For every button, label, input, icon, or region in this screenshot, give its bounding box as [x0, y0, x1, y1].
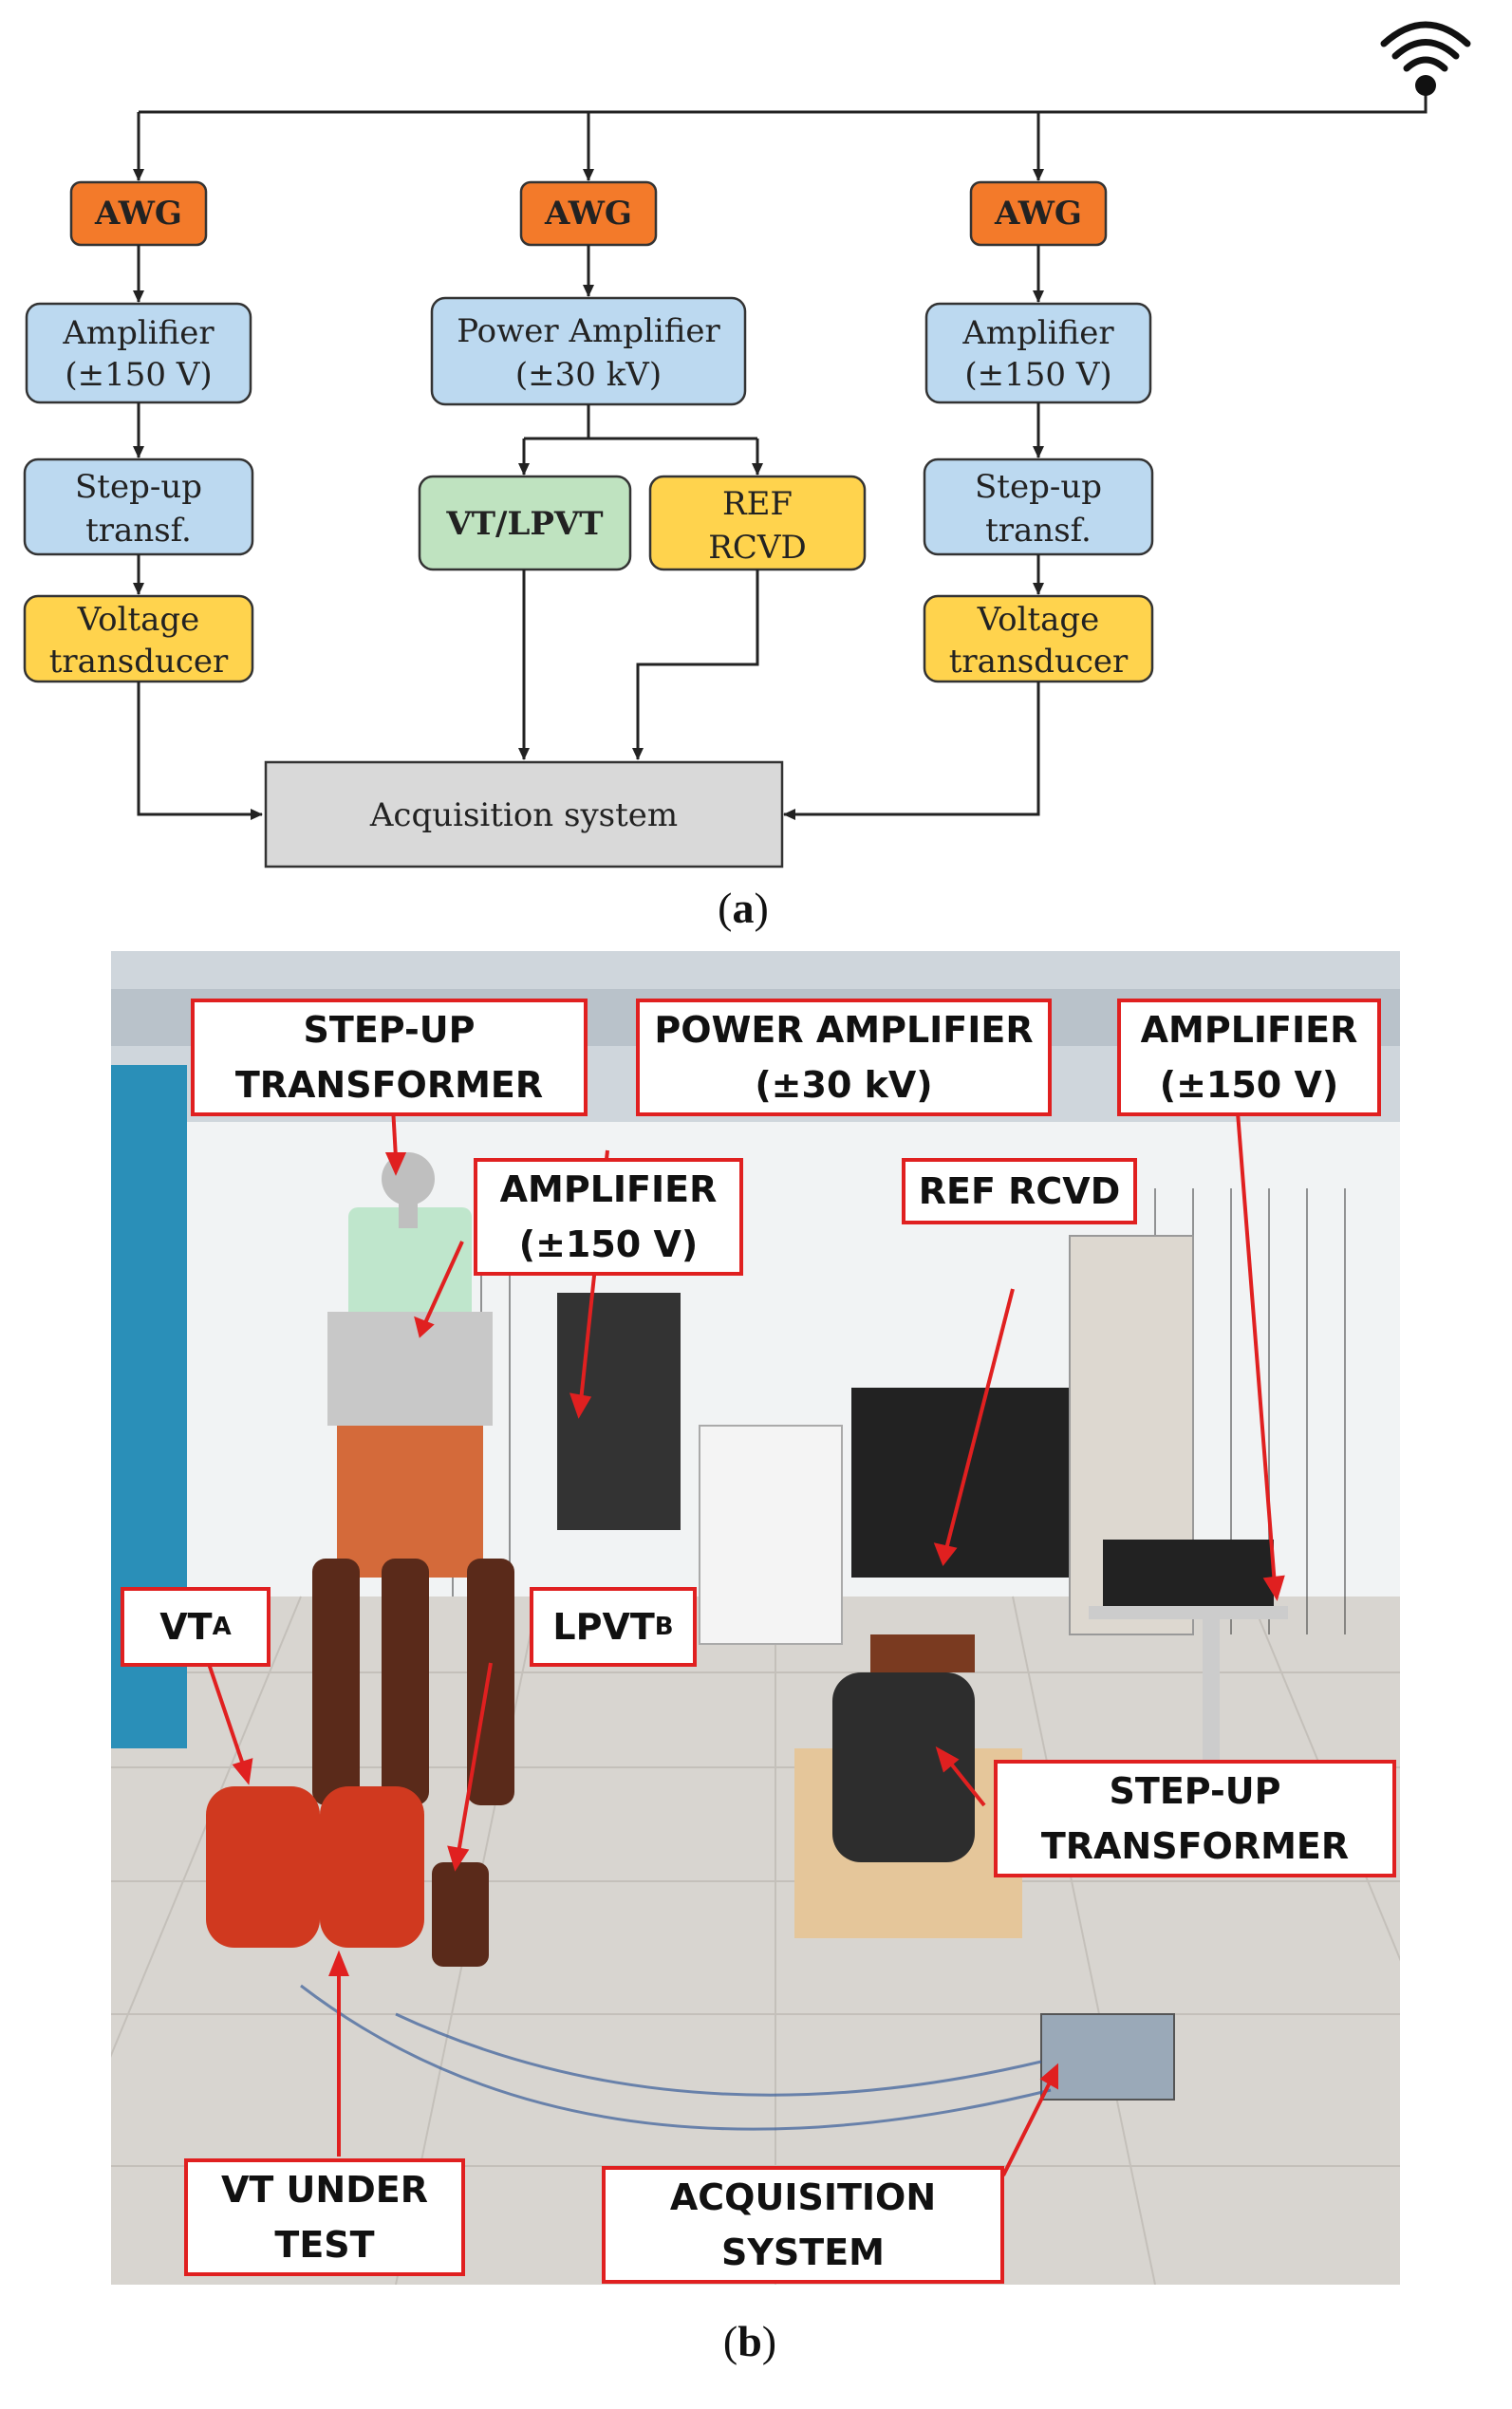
callout-power-amplifier: POWER AMPLIFIER(±30 kV) — [636, 999, 1052, 1116]
stepup-left-line2: transf. — [85, 512, 192, 550]
voltage-transducer-right-line1: Voltage — [977, 601, 1100, 639]
awg-right-label: AWG — [994, 195, 1082, 233]
block-diagram: AWG AWG AWG Amplifier (±150 V) Power Amp… — [23, 21, 1471, 868]
awg-center-block: AWG — [519, 180, 658, 247]
wifi-icon — [1380, 21, 1471, 96]
awg-left-block: AWG — [69, 180, 208, 247]
stepup-left-block: Step-up transf. — [23, 458, 254, 556]
awg-left-label: AWG — [94, 195, 182, 233]
caption-b: (b) — [722, 2317, 777, 2365]
awg-right-block: AWG — [969, 180, 1108, 247]
callout-amplifier-right: AMPLIFIER(±150 V) — [1117, 999, 1381, 1116]
amplifier-left-line1: Amplifier — [62, 314, 215, 352]
amplifier-left-line2: (±150 V) — [65, 356, 212, 394]
caption-b-letter: b — [737, 2317, 762, 2365]
voltage-transducer-right-line2: transducer — [949, 643, 1129, 681]
top-bus — [133, 84, 1428, 181]
stepup-left-line1: Step-up — [75, 468, 202, 506]
ref-rcvd-block: REF RCVD — [648, 475, 867, 571]
acquisition-system-block: Acquisition system — [264, 760, 784, 868]
voltage-transducer-left-line2: transducer — [49, 643, 229, 681]
callout-amplifier-center: AMPLIFIER(±150 V) — [474, 1158, 743, 1276]
amplifier-left-block: Amplifier (±150 V) — [25, 302, 252, 404]
amplifier-right-line1: Amplifier — [961, 314, 1114, 352]
power-amplifier-line2: (±30 kV) — [515, 356, 662, 394]
voltage-transducer-left-block: Voltage transducer — [23, 594, 254, 683]
voltage-transducer-left-line1: Voltage — [77, 601, 200, 639]
amplifier-right-block: Amplifier (±150 V) — [924, 302, 1152, 404]
voltage-transducer-right-block: Voltage transducer — [923, 594, 1154, 683]
stepup-right-line1: Step-up — [975, 468, 1102, 506]
vt-a-subscript: A — [212, 1613, 232, 1641]
stepup-right-block: Step-up transf. — [923, 458, 1154, 556]
awg-center-label: AWG — [544, 195, 632, 233]
callout-ref-rcvd: REF RCVD — [902, 1158, 1137, 1224]
caption-a-letter: a — [732, 884, 755, 932]
acquisition-system-label: Acquisition system — [369, 796, 678, 834]
power-amplifier-line1: Power Amplifier — [457, 312, 720, 350]
caption-a: (a) — [718, 884, 769, 932]
ref-rcvd-line1: REF — [722, 485, 793, 523]
vt-lpvt-block: VT/LPVT — [418, 475, 632, 571]
vt-lpvt-label: VT/LPVT — [445, 505, 603, 543]
amplifier-right-line2: (±150 V) — [964, 356, 1111, 394]
ref-rcvd-line2: RCVD — [708, 529, 806, 567]
lab-photo-scene — [111, 951, 1400, 2285]
power-amplifier-block: Power Amplifier (±30 kV) — [430, 296, 747, 406]
stepup-right-line2: transf. — [985, 512, 1092, 550]
lpvt-b-subscript: B — [654, 1613, 674, 1641]
